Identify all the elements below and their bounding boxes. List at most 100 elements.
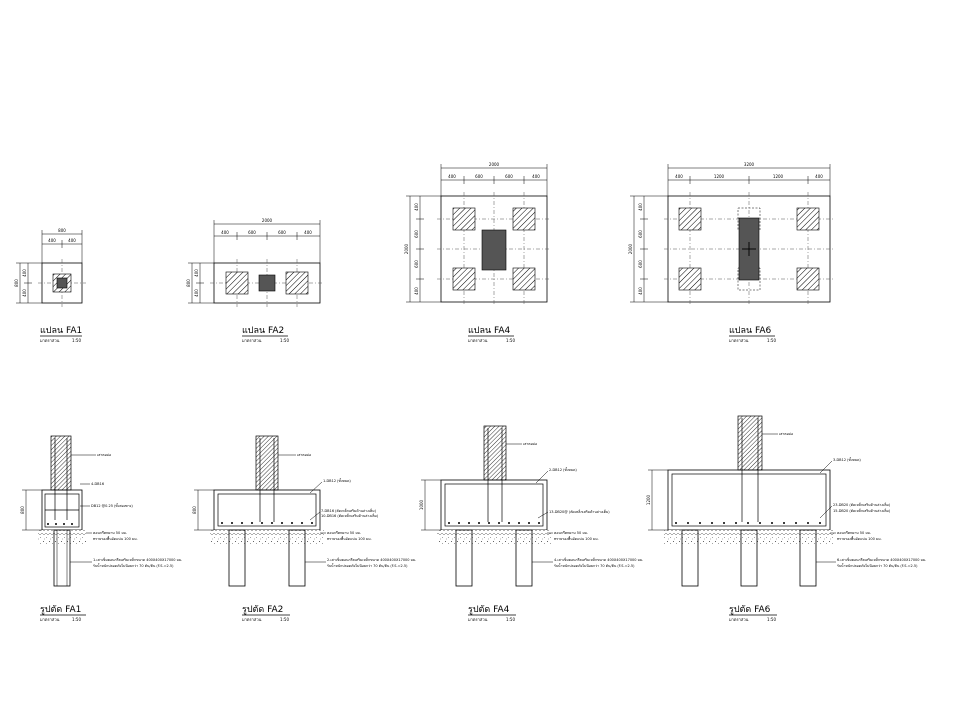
callout: 7-DB16 (ตัดเหล็กเสริมด้านล่างเต็ม) [321, 507, 377, 513]
sand-layer [664, 536, 834, 544]
pile [681, 529, 699, 587]
dim-part: 400 [414, 203, 419, 211]
blinding-layer [664, 530, 834, 536]
plan-title: แปลน FA2 [242, 326, 284, 336]
callout: รับน้ำหนักปลอดภัยไม่น้อยกว่า 70 ตัน/ต้น … [554, 563, 635, 568]
pile [455, 529, 473, 587]
footing-section [667, 469, 831, 531]
pile [452, 267, 476, 291]
blinding-layer [38, 530, 86, 536]
callout: 10-DB16 (ตัดเหล็กเสริมด้านล่างเต็ม) [321, 512, 379, 518]
pile [512, 207, 536, 231]
dim-part: 400 [48, 238, 56, 243]
scale-value: 1:50 [280, 617, 289, 622]
dim-part: 400 [22, 269, 27, 277]
dim-part: 600 [475, 174, 483, 179]
scale-label: มาตราส่วน [40, 617, 60, 622]
pile [796, 207, 820, 231]
dim-height: 1000 [419, 499, 424, 510]
section-fa2: 800 เสาตอม่อ 1-DB12 (ทั้งหมด) 7-DB16 (ตั… [192, 435, 416, 622]
column [481, 229, 507, 271]
section-title: รูปตัด FA2 [242, 605, 283, 615]
callout: 4-เสาเข็มคอนกรีตเสริมเหล็กขนาด 400X400X1… [554, 556, 643, 562]
dim-part: 400 [22, 289, 27, 297]
callout: คอนกรีตหยาบ 50 มม. [327, 530, 361, 535]
plan-fa2: 2000 400 600 600 400 800 400 400 แปลน FA… [186, 218, 324, 343]
dim-part: 400 [194, 289, 199, 297]
plan-title: แปลน FA1 [40, 326, 82, 336]
callout: เสาตอม่อ [97, 453, 111, 457]
pile [228, 529, 246, 587]
callout: 1-เสาเข็มคอนกรีตเสริมเหล็กขนาด 400X400X1… [93, 556, 182, 562]
pile [225, 271, 249, 295]
callout: คอนกรีตหยาบ 50 มม. [837, 530, 871, 535]
scale-value: 1:50 [72, 617, 81, 622]
dim-part: 600 [638, 260, 643, 268]
pile [799, 529, 817, 587]
scale-value: 1:50 [767, 617, 776, 622]
dim-total: 2000 [404, 243, 409, 254]
column-stub [483, 425, 507, 481]
dim-part: 400 [221, 230, 229, 235]
section-fa4: 1000 เสาตอม่อ 2-DB12 (ทั้งหมด) 13-DB20@ … [419, 425, 643, 622]
footing-section [213, 489, 321, 531]
scale-value: 1:50 [506, 338, 515, 343]
dim-total: 2000 [628, 243, 633, 254]
scale-value: 1:50 [767, 338, 776, 343]
plan-title: แปลน FA6 [729, 326, 772, 336]
column-stub [255, 435, 279, 491]
dim-part: 600 [414, 230, 419, 238]
dim-part: 400 [194, 269, 199, 277]
pile [53, 529, 71, 587]
scale-label: มาตราส่วน [40, 338, 60, 343]
dim-height: 800 [20, 506, 25, 514]
callout: 1-DB12 (ทั้งหมด) [323, 478, 351, 483]
plan-title: แปลน FA4 [468, 326, 511, 336]
dim-part: 600 [505, 174, 513, 179]
callout: เสาตอม่อ [779, 432, 793, 436]
scale-value: 1:50 [72, 338, 81, 343]
section-fa1: 800 เสาตอม่อ 4-DB16 DB12 @0.25 (ทั้งสองท… [20, 435, 182, 622]
callout: 13-DB20@ (ตัดเหล็กเสริมด้านล่างเต็ม) [549, 508, 610, 514]
dim-total: 2000 [262, 218, 273, 223]
plan-fa6: 3200 400 1200 1200 400 2000 400 600 600 … [628, 162, 834, 343]
dim-part: 600 [414, 260, 419, 268]
dim-total: 800 [186, 279, 191, 287]
scale-value: 1:50 [506, 617, 515, 622]
dim-total: 800 [58, 228, 66, 233]
dim-part: 400 [448, 174, 456, 179]
scale-label: มาตราส่วน [468, 338, 488, 343]
sand-layer [210, 536, 324, 544]
callout: 2-DB12 (ทั้งหมด) [549, 467, 577, 472]
blinding-layer [437, 530, 551, 536]
callout: รับน้ำหนักปลอดภัยไม่น้อยกว่า 70 ตัน/ต้น … [327, 563, 408, 568]
scale-label: มาตราส่วน [242, 338, 262, 343]
column-stub [50, 435, 72, 491]
scale-label: มาตราส่วน [242, 617, 262, 622]
dim-part: 600 [638, 230, 643, 238]
dim-part: 600 [278, 230, 286, 235]
pile [515, 529, 533, 587]
pile [678, 267, 702, 291]
column [56, 277, 68, 289]
pile [737, 207, 761, 231]
dim-part: 600 [248, 230, 256, 235]
callout: ทรายรองพื้นอัดแน่น 100 มม. [837, 536, 882, 541]
dim-part: 400 [68, 238, 76, 243]
callout: 3-DB12 (ทั้งหมด) [833, 457, 861, 462]
callout: 6-เสาเข็มคอนกรีตเสริมเหล็กขนาด 400X400X1… [837, 556, 926, 562]
callout: 23-DB20 (ตัดเหล็กเสริมด้านล่างเต็ม) [833, 501, 891, 507]
dim-part: 400 [675, 174, 683, 179]
section-title: รูปตัด FA4 [468, 605, 510, 615]
dim-part: 1200 [773, 174, 784, 179]
pile [285, 271, 309, 295]
callout: รับน้ำหนักปลอดภัยไม่น้อยกว่า 70 ตัน/ต้น … [93, 563, 174, 568]
callout: รับน้ำหนักปลอดภัยไม่น้อยกว่า 70 ตัน/ต้น … [837, 563, 918, 568]
callout: ทรายรองพื้นอัดแน่น 100 มม. [554, 536, 599, 541]
sand-layer [437, 536, 551, 544]
footing-section [440, 479, 548, 531]
dim-part: 1200 [714, 174, 725, 179]
pile [512, 267, 536, 291]
column-stub [737, 415, 763, 471]
